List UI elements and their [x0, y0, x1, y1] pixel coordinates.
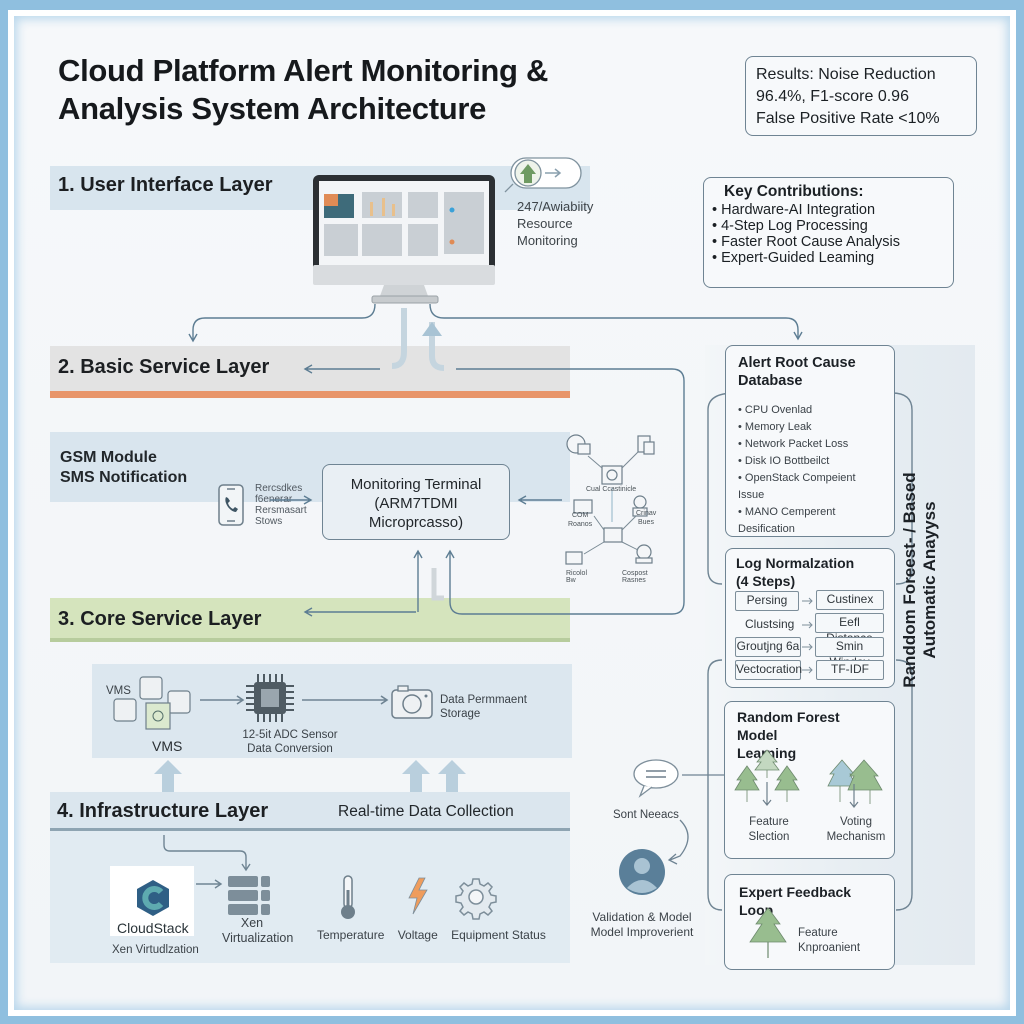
- root-cause-item: • OpenStack Compeient Issue: [738, 472, 856, 501]
- lightning-icon: [408, 877, 428, 915]
- sensor-label-equipment: Equipment Status: [451, 928, 546, 942]
- voting-trees-icon: [827, 759, 883, 808]
- expert-tree-icon: [749, 907, 787, 958]
- feature-selection-trees-icon: [734, 749, 800, 806]
- validation-caption: Validation & Model Model Improverient: [590, 910, 694, 939]
- basic-layer-label: 2. Basic Service Layer: [58, 356, 270, 378]
- arrow-cs-to-xen: [196, 879, 223, 889]
- network-label: COM: [572, 512, 589, 519]
- availability-icon: [504, 157, 582, 193]
- sensor-label-temperature: Temperature: [317, 928, 385, 942]
- results-line: 96.4%, F1-score 0.96: [756, 88, 909, 105]
- step-parsing: Persing: [735, 591, 799, 611]
- expert-avatar: [619, 849, 665, 895]
- results-line: False Positive Rate <10%: [756, 110, 940, 127]
- feature-selection-caption: Feature Slection: [748, 816, 790, 843]
- vms-small-label: VMS: [106, 685, 131, 697]
- arrow-adc-to-storage: [302, 695, 389, 705]
- results-line: Results: Noise Reduction: [756, 66, 936, 83]
- thermometer-icon: [341, 875, 355, 919]
- xen-caption: Xen Virtualization: [222, 916, 294, 945]
- key-contributions-card: Key Contributions: • Hardware-AI Integra…: [703, 177, 954, 288]
- sensor-labels: Temperature Voltage Equipment Status: [317, 928, 546, 943]
- page-title: Cloud Platform Alert Monitoring & Analys…: [58, 52, 548, 128]
- vms-servers-icon: [113, 676, 191, 730]
- expert-caption: Feature Knproanient: [798, 927, 861, 954]
- sent-needs-label: Sont Neeacs: [613, 809, 679, 821]
- network-label: Roanos: [568, 521, 593, 528]
- expert-feedback-card: Expert Feedback Loop: [724, 874, 895, 970]
- analysis-vertical-title: Randdom Foreest- / Based Automatic Anayy…: [900, 472, 939, 688]
- step-vectorization-out: TF-IDF: [816, 660, 884, 680]
- phone-icon: [218, 484, 244, 526]
- infra-layer-accent: [50, 828, 570, 831]
- contribution-item: • 4-Step Log Processing: [712, 218, 868, 234]
- feedback-speech-icon: [633, 759, 679, 798]
- infra-layer-band: [50, 792, 570, 830]
- step-vectorization: Vectocration: [735, 660, 802, 680]
- vms-label: VMS: [152, 738, 183, 754]
- core-layer-accent: [50, 638, 570, 642]
- cloudstack-label: CloudStack: [117, 920, 189, 936]
- adc-caption: 12-5it ADC Sensor Data Conversion: [242, 729, 338, 755]
- title-line-2: Analysis System Architecture: [58, 91, 487, 126]
- contribution-item: • Hardware-AI Integration: [712, 202, 876, 218]
- storage-camera-icon: [391, 685, 433, 719]
- step-clustering-out: Eefl Distance: [815, 613, 884, 645]
- step-grouping: Groutjng 6a: [735, 637, 801, 657]
- root-cause-item: • Memory Leak: [738, 421, 812, 433]
- feedback-connector: [682, 774, 724, 776]
- results-card: Results: Noise Reduction 96.4%, F1-score…: [745, 56, 977, 136]
- xen-server-icon: [228, 876, 270, 915]
- contribution-item: • Expert-Guided Leaming: [712, 250, 875, 266]
- gsm-title: GSM Module SMS Notification: [60, 449, 188, 486]
- root-cause-item: • CPU Ovenlad: [738, 404, 813, 416]
- monitor-icon: [313, 175, 495, 304]
- infra-layer-label: 4. Infrastructure Layer: [57, 800, 269, 822]
- up-arrows-infra: [154, 760, 466, 792]
- root-cause-database-card: Alert Root Cause Database • CPU Ovenlad …: [725, 345, 895, 537]
- step-clustering: Clustsing: [745, 617, 795, 631]
- step-parsing-out: Custinex: [816, 590, 884, 610]
- cloudstack-logo-icon: [137, 880, 169, 916]
- storage-caption: Data Permmaent Storage: [440, 694, 527, 720]
- ui-layer-label: 1. User Interface Layer: [58, 174, 273, 196]
- network-device-cluster: [565, 434, 655, 565]
- cloudstack-sub: Xen Virtudlzation: [112, 944, 199, 956]
- network-label: Crinav: [636, 510, 657, 517]
- chip-icon: [246, 674, 294, 722]
- title-line-1: Cloud Platform Alert Monitoring &: [58, 53, 549, 88]
- core-layer-band: [50, 598, 570, 638]
- monitoring-terminal-box: Monitoring Terminal (ARM7TDMI Microprcas…: [322, 464, 510, 540]
- sensor-label-voltage: Voltage: [397, 928, 438, 942]
- root-cause-item: • Disk IO Bottbeilct: [738, 455, 830, 467]
- root-cause-item: • MANO Cemperent Desification: [738, 506, 836, 535]
- basic-layer-accent: [50, 391, 570, 398]
- arrow-vms-to-adc: [200, 695, 245, 705]
- realtime-label: Real-time Data Collection: [338, 803, 514, 820]
- step-arrows: [802, 597, 813, 674]
- contributions-heading: Key Contributions:: [724, 183, 864, 200]
- voting-caption: Voting Mechanism: [826, 816, 886, 843]
- gear-icon: [455, 878, 497, 920]
- step-grouping-out: Smin Windav: [815, 637, 884, 669]
- feedback-curve-arrow: [667, 819, 689, 865]
- network-label: Bues: [638, 519, 654, 526]
- network-label: Cospost Rasnes: [622, 570, 648, 584]
- root-cause-item: • Network Packet Loss: [738, 438, 849, 450]
- availability-caption: 247/Awiabiity Resource Monitoring: [517, 199, 594, 248]
- core-layer-label: 3. Core Service Layer: [58, 608, 262, 630]
- network-label: Ricolol Bw: [566, 570, 588, 584]
- arrow-infra-to-xen: [163, 835, 251, 872]
- contribution-item: • Faster Root Cause Analysis: [712, 234, 901, 250]
- network-label: Cual Ccastinicle: [586, 486, 637, 493]
